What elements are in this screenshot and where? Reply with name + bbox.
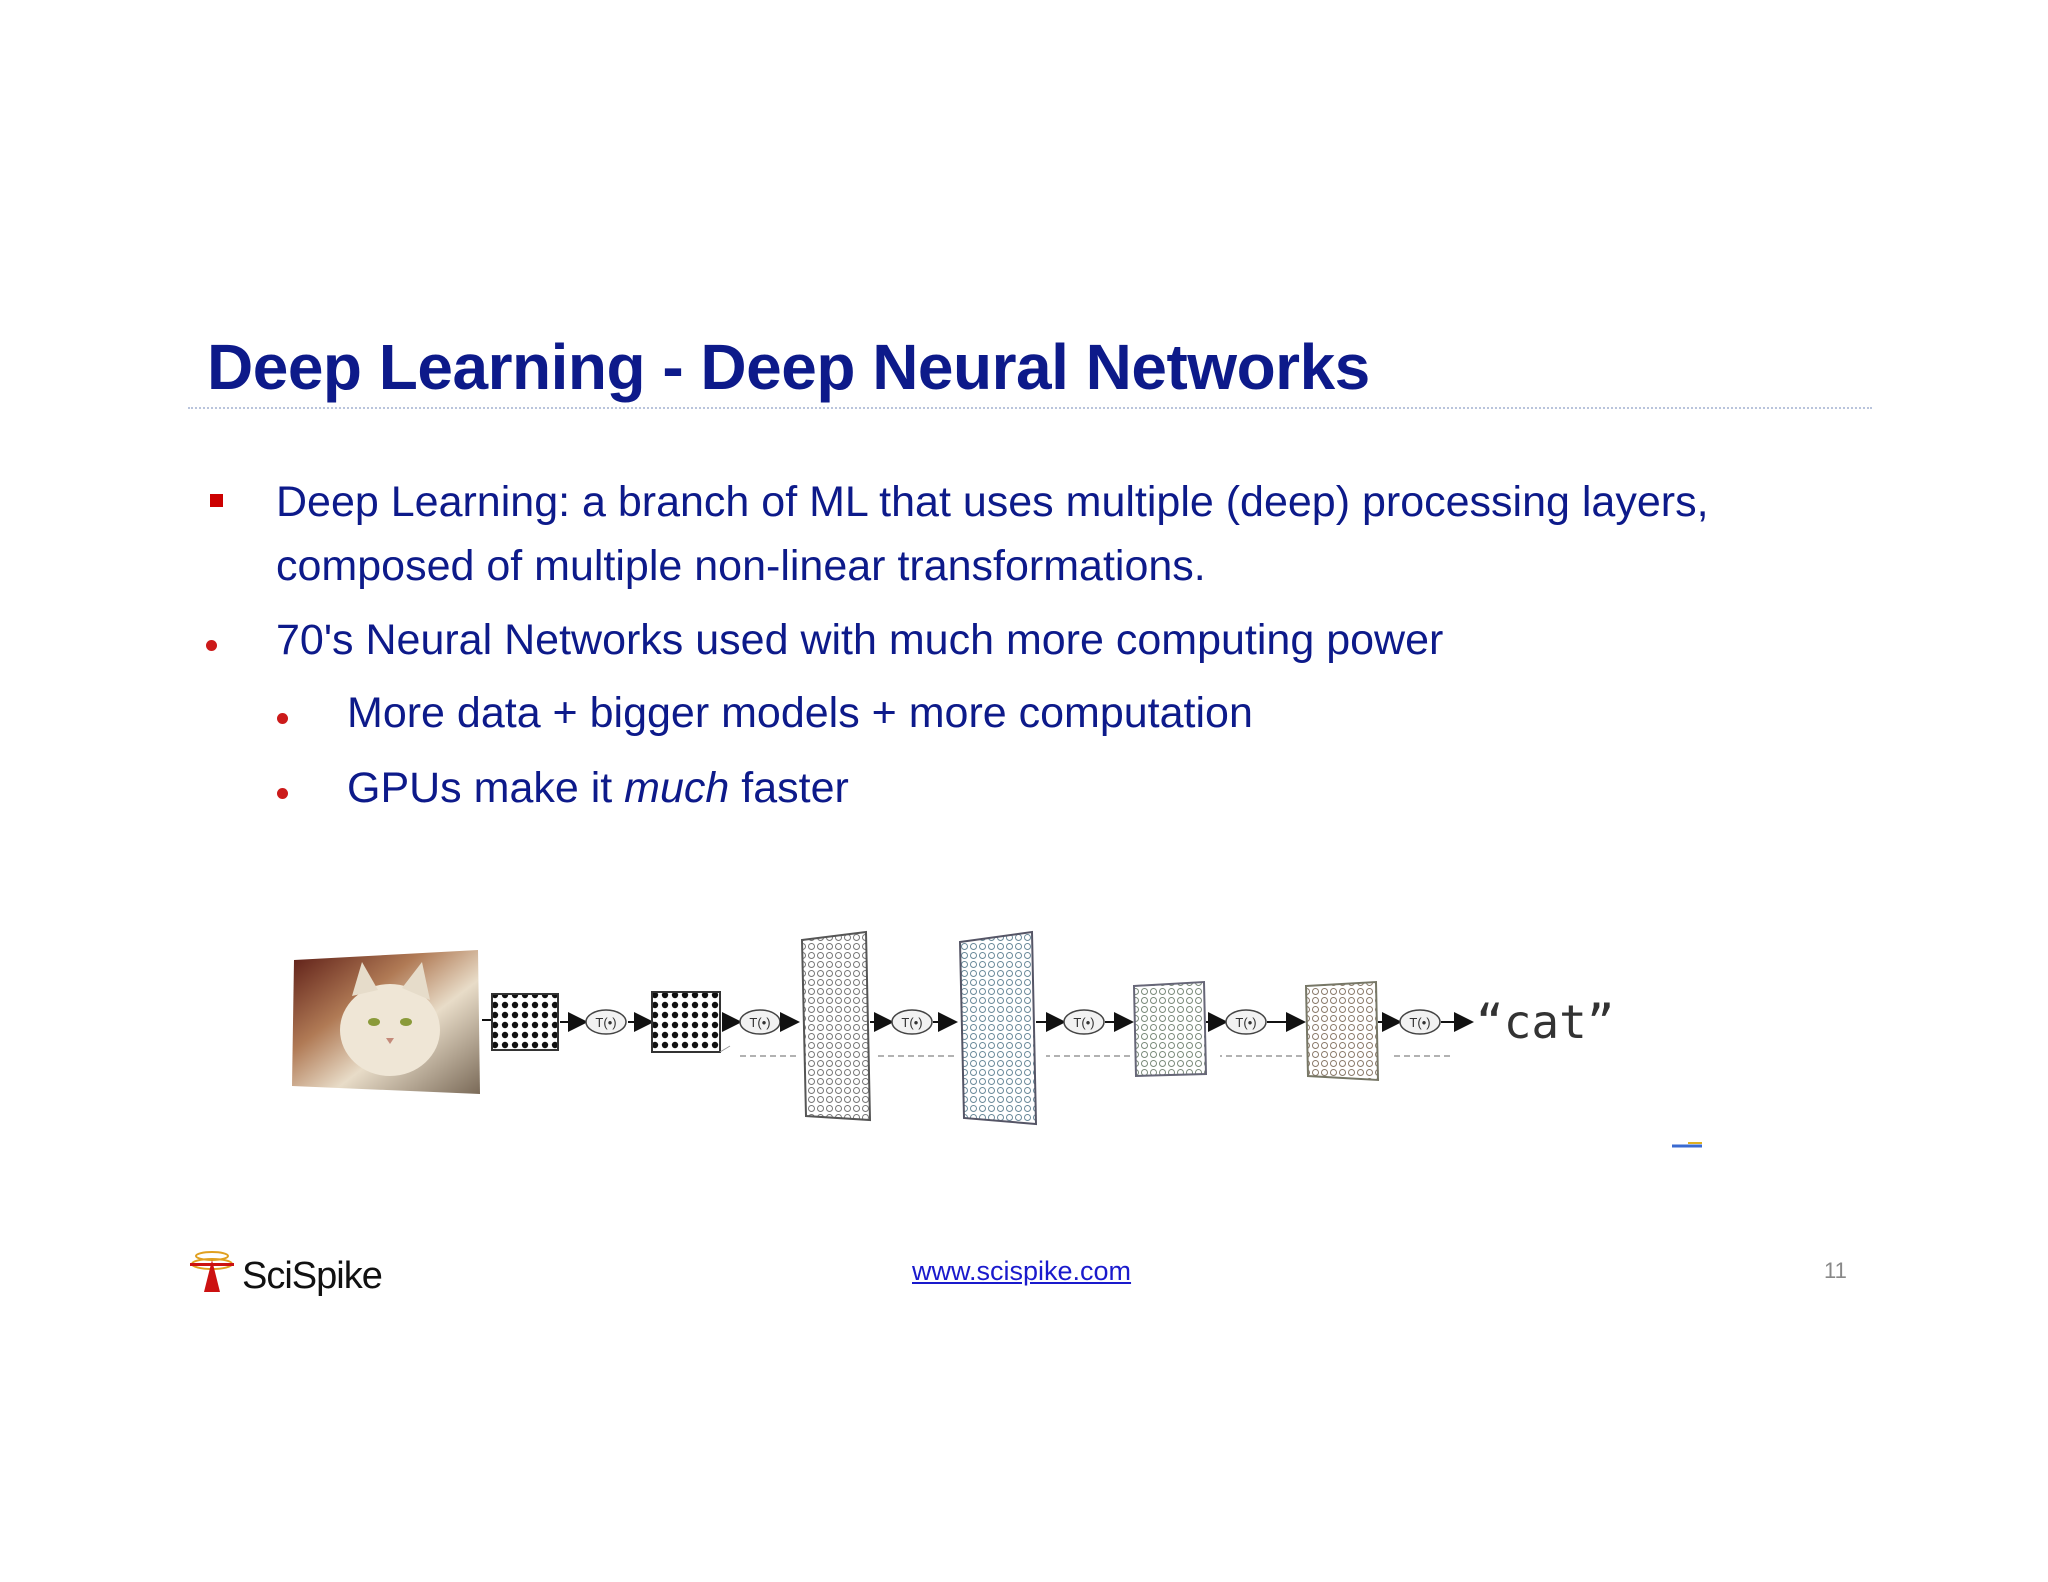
transform-node — [585, 1009, 627, 1035]
transform-label: T(•) — [1409, 1015, 1430, 1030]
square-bullet-icon — [210, 494, 223, 507]
dot-bullet-icon — [277, 713, 288, 724]
layer-grid-tall — [958, 930, 1038, 1126]
transform-node — [1399, 1009, 1441, 1035]
title-divider — [188, 407, 1872, 409]
bullet-1-line-1: Deep Learning: a branch of ML that uses … — [276, 478, 1709, 526]
transform-label: T(•) — [901, 1015, 922, 1030]
transform-node — [891, 1009, 933, 1035]
layer-grid-tall — [800, 930, 872, 1122]
transform-label: T(•) — [1073, 1015, 1094, 1030]
sub-bullet-2-suffix: faster — [729, 764, 849, 812]
scispike-logo-icon — [190, 1251, 234, 1292]
scispike-logo: SciSpike — [190, 1251, 383, 1297]
sub-bullet-2-emphasis: much — [624, 764, 730, 812]
transform-label: T(•) — [749, 1015, 770, 1030]
scispike-logo-text: SciSpike — [242, 1255, 382, 1297]
output-label: “cat” — [1476, 995, 1614, 1049]
slide-title: Deep Learning - Deep Neural Networks — [207, 331, 1370, 403]
layer-grid-medium — [1304, 980, 1380, 1082]
page-number: 11 — [1824, 1258, 1847, 1283]
bullet-1-line-2: composed of multiple non-linear transfor… — [276, 542, 1206, 590]
transform-label: T(•) — [1235, 1015, 1256, 1030]
cat-photo-image — [292, 950, 480, 1094]
transform-node — [1225, 1009, 1267, 1035]
transform-node — [1063, 1009, 1105, 1035]
layer-grid-medium — [1132, 980, 1208, 1078]
layer-grid-small — [491, 993, 559, 1051]
dot-bullet-icon — [277, 788, 288, 799]
transform-label: T(•) — [595, 1015, 616, 1030]
layer-grid-small — [651, 991, 721, 1053]
sub-bullet-2-prefix: GPUs make it — [347, 764, 625, 812]
neural-network-figure: T(•) T(•) T(•) T(•) T(•) T(•) “cat” — [292, 930, 1702, 1148]
website-link[interactable]: www.scispike.com — [912, 1256, 1132, 1286]
dot-bullet-icon — [206, 640, 217, 651]
bullet-2: 70's Neural Networks used with much more… — [276, 616, 1444, 664]
sub-bullet-1: More data + bigger models + more computa… — [347, 689, 1253, 737]
sub-bullet-2: GPUs make it much faster — [347, 764, 849, 813]
